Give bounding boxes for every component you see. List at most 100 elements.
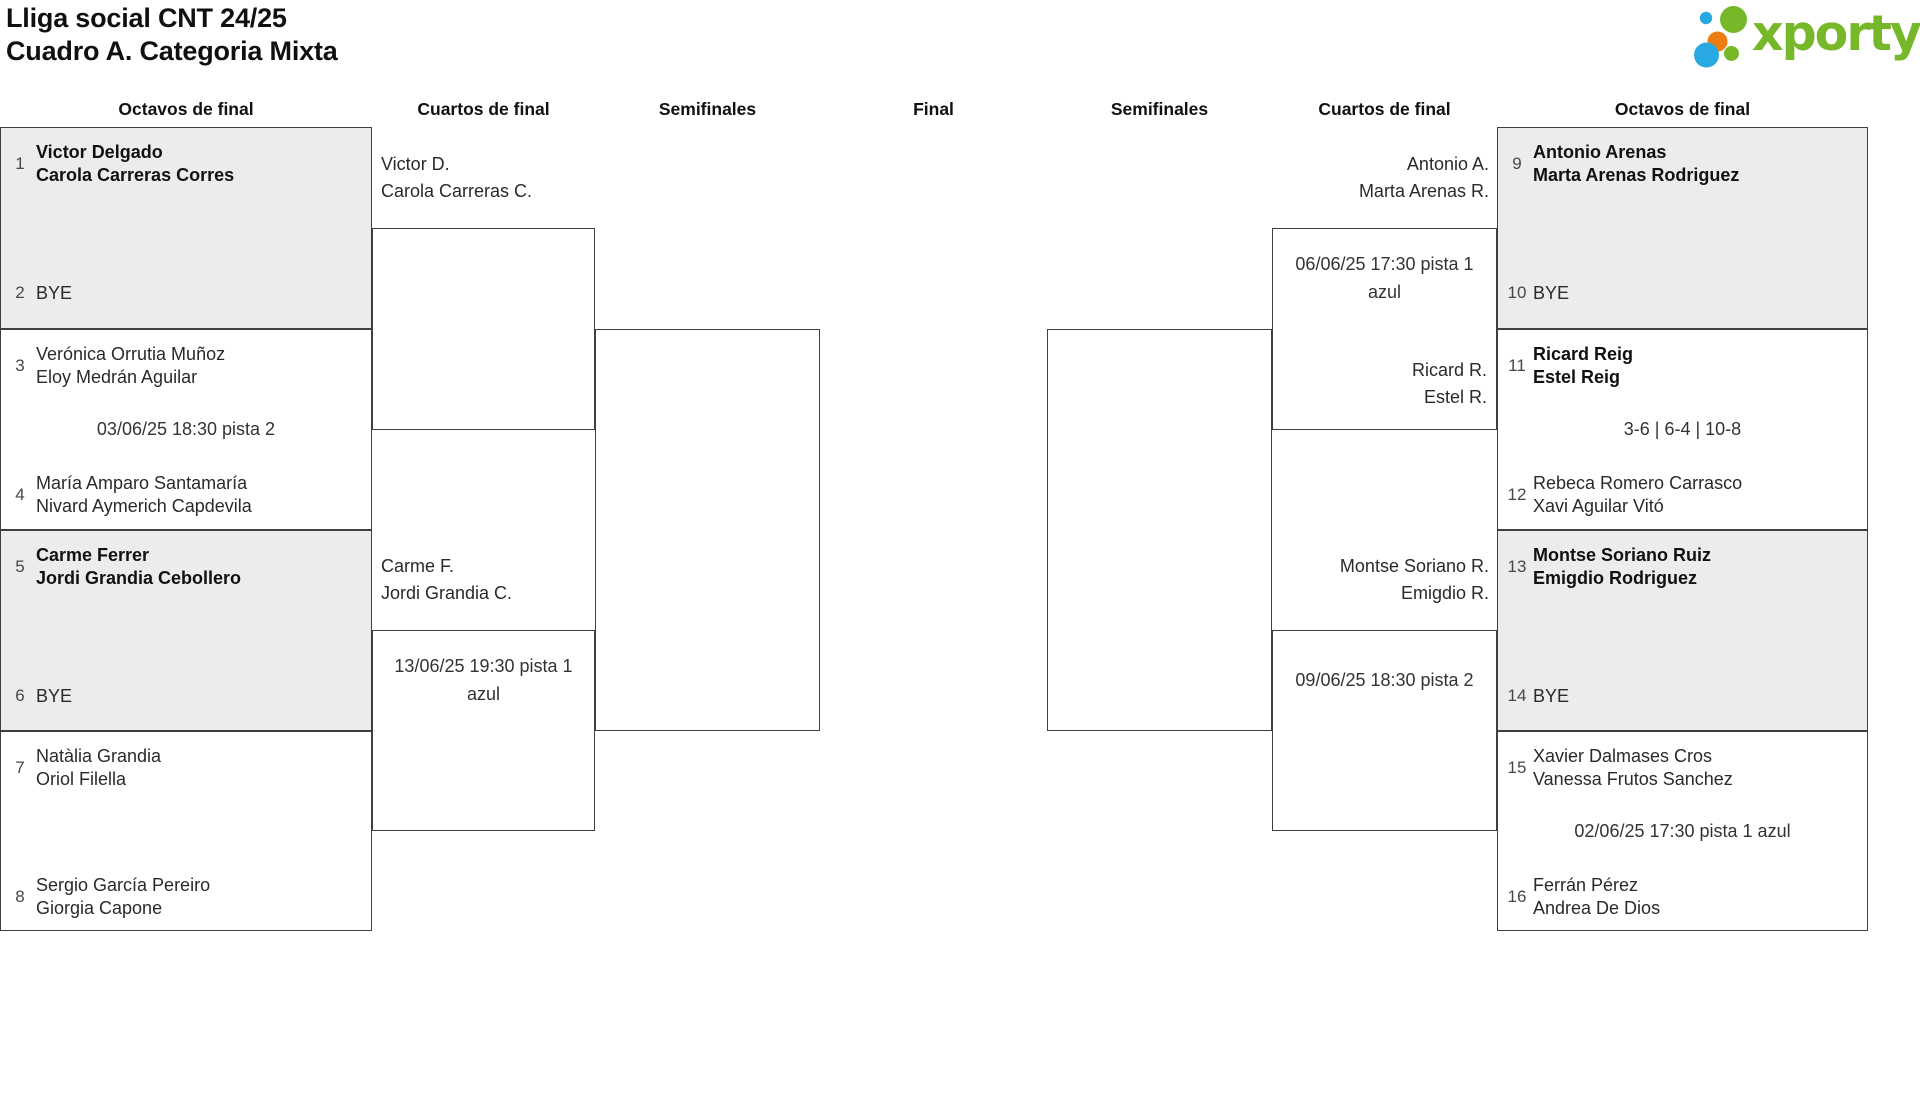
quarterfinal-box-left-top [372, 228, 595, 430]
team-names: María Amparo Santamaría Nivard Aymerich … [36, 472, 252, 518]
advancer-line: Victor D. [381, 154, 450, 174]
round-header-cuartos-left: Cuartos de final [417, 99, 550, 119]
match-schedule: 03/06/25 18:30 pista 2 [96, 419, 276, 439]
advancer-line: Carme F. [381, 556, 455, 576]
team-names: BYE [36, 685, 72, 708]
team-names: Xavier Dalmases Cros Vanessa Frutos Sanc… [1533, 745, 1733, 791]
team-line: BYE [1533, 282, 1570, 303]
seed-number: 1 [15, 154, 25, 173]
match-slot-8: 8 Sergio García Pereiro Giorgia Capone [1, 874, 371, 920]
seed-number: 11 [1508, 356, 1526, 375]
team-line: Victor Delgado [36, 142, 163, 162]
seed-number: 3 [15, 356, 25, 375]
seed-number: 13 [1507, 557, 1527, 576]
xporty-logo-mark [1694, 6, 1747, 68]
seed-number: 14 [1507, 686, 1527, 705]
round-header-semis-left: Semifinales [658, 99, 757, 119]
advancer-line: Carola Carreras C. [381, 181, 533, 201]
team-line: Montse Soriano Ruiz [1533, 545, 1712, 565]
team-names: BYE [1533, 685, 1569, 708]
team-line: Andrea De Dios [1533, 898, 1661, 918]
schedule-line: 09/06/25 18:30 pista 2 [1295, 670, 1474, 690]
round-header-final: Final [913, 99, 954, 119]
team-names: Ricard Reig Estel Reig [1533, 343, 1633, 389]
match-slot-5: 5 Carme Ferrer Jordi Grandia Cebollero [1, 544, 371, 590]
match-slot-11: 11 Ricard Reig Estel Reig [1498, 343, 1867, 389]
match-slot-12: 12 Rebeca Romero Carrasco Xavi Aguilar V… [1498, 472, 1867, 518]
team-line: Verónica Orrutia Muñoz [36, 344, 226, 364]
match-box-7-8: 7 Natàlia Grandia Oriol Filella 8 Sergio… [0, 731, 372, 931]
team-line: Xavi Aguilar Vitó [1533, 496, 1664, 516]
team-names: Victor Delgado Carola Carreras Corres [36, 141, 234, 187]
team-line: Sergio García Pereiro [36, 875, 211, 895]
match-box-15-16: 15 Xavier Dalmases Cros Vanessa Frutos S… [1497, 731, 1868, 931]
logo-wordmark: xporty [1752, 5, 1920, 62]
match-box-13-14: 13 Montse Soriano Ruiz Emigdio Rodriguez… [1497, 530, 1868, 731]
team-line: Ricard Reig [1533, 344, 1634, 364]
advancer-label-rq2-top: Montse Soriano R. Emigdio R. [1340, 553, 1489, 607]
team-line: BYE [36, 685, 73, 706]
team-line: Emigdio Rodriguez [1533, 568, 1697, 588]
match-slot-16: 16 Ferrán Pérez Andrea De Dios [1498, 874, 1867, 920]
advancer-label-rq1-top: Antonio A. Marta Arenas R. [1359, 151, 1489, 205]
team-names: BYE [36, 282, 72, 305]
advancer-line: Antonio A. [1406, 154, 1489, 174]
team-names: Verónica Orrutia Muñoz Eloy Medrán Aguil… [36, 343, 225, 389]
match-slot-7: 7 Natàlia Grandia Oriol Filella [1, 745, 371, 791]
match-slot-2: 2 BYE [1, 270, 371, 316]
match-slot-9: 9 Antonio Arenas Marta Arenas Rodriguez [1498, 141, 1867, 187]
team-line: Giorgia Capone [36, 898, 163, 918]
logo-dot-blue-small [1699, 11, 1713, 25]
logo-dot-blue-big [1694, 42, 1719, 68]
advancer-line: Emigdio R. [1400, 583, 1489, 603]
quarterfinal-box-left-bottom [372, 630, 595, 831]
match-slot-1: 1 Victor Delgado Carola Carreras Corres [1, 141, 371, 187]
logo-dot-green-big [1720, 6, 1747, 33]
seed-number: 5 [15, 557, 25, 576]
quarterfinal-schedule-rq2: 09/06/25 18:30 pista 2 [1272, 666, 1497, 694]
seed-number: 8 [15, 887, 25, 906]
schedule-line: azul [466, 684, 501, 704]
match-slot-6: 6 BYE [1, 673, 371, 719]
team-line: Xavier Dalmases Cros [1533, 746, 1713, 766]
team-names: Natàlia Grandia Oriol Filella [36, 745, 161, 791]
team-line: Carme Ferrer [36, 545, 150, 565]
advancer-label-lq2-top: Carme F. Jordi Grandia C. [381, 553, 512, 607]
match-box-3-4: 3 Verónica Orrutia Muñoz Eloy Medrán Agu… [0, 329, 372, 530]
team-line: Ferrán Pérez [1533, 875, 1639, 895]
team-line: Natàlia Grandia [36, 746, 162, 766]
seed-number: 12 [1507, 485, 1527, 504]
team-line: María Amparo Santamaría [36, 473, 248, 493]
team-line: Marta Arenas Rodriguez [1533, 165, 1740, 185]
seed-number: 7 [15, 758, 25, 777]
match-box-5-6: 5 Carme Ferrer Jordi Grandia Cebollero 6… [0, 530, 372, 731]
team-line: BYE [1533, 685, 1570, 706]
page-title-line1: Lliga social CNT 24/25 [6, 3, 287, 33]
match-box-11-12: 11 Ricard Reig Estel Reig 3-6 | 6-4 | 10… [1497, 329, 1868, 530]
team-names: Rebeca Romero Carrasco Xavi Aguilar Vitó [1533, 472, 1742, 518]
logo-link[interactable]: xporty [1690, 2, 1920, 70]
team-names: Antonio Arenas Marta Arenas Rodriguez [1533, 141, 1739, 187]
team-line: Estel Reig [1533, 367, 1621, 387]
round-header-octavos-left: Octavos de final [118, 99, 254, 119]
advancer-label-lq1-top: Victor D. Carola Carreras C. [381, 151, 532, 205]
round-header-cuartos-right: Cuartos de final [1318, 99, 1451, 119]
team-line: Oriol Filella [36, 769, 127, 789]
advancer-line: Ricard R. [1411, 360, 1487, 380]
schedule-line: 06/06/25 17:30 pista 1 [1295, 254, 1474, 274]
team-line: Carola Carreras Corres [36, 165, 235, 185]
logo-dot-green-small [1724, 46, 1739, 61]
schedule-line: 13/06/25 19:30 pista 1 [394, 656, 573, 676]
page-title-line2: Cuadro A. Categoria Mixta [6, 36, 338, 66]
team-names: BYE [1533, 282, 1569, 305]
page-title: Lliga social CNT 24/25 Cuadro A. Categor… [6, 2, 338, 68]
team-line: Vanessa Frutos Sanchez [1533, 769, 1733, 789]
team-line: Antonio Arenas [1533, 142, 1667, 162]
match-slot-15: 15 Xavier Dalmases Cros Vanessa Frutos S… [1498, 745, 1867, 791]
advancer-line: Marta Arenas R. [1358, 181, 1489, 201]
match-box-9-10: 9 Antonio Arenas Marta Arenas Rodriguez … [1497, 127, 1868, 329]
team-names: Montse Soriano Ruiz Emigdio Rodriguez [1533, 544, 1711, 590]
team-line: Eloy Medrán Aguilar [36, 367, 198, 387]
seed-number: 16 [1507, 887, 1527, 906]
